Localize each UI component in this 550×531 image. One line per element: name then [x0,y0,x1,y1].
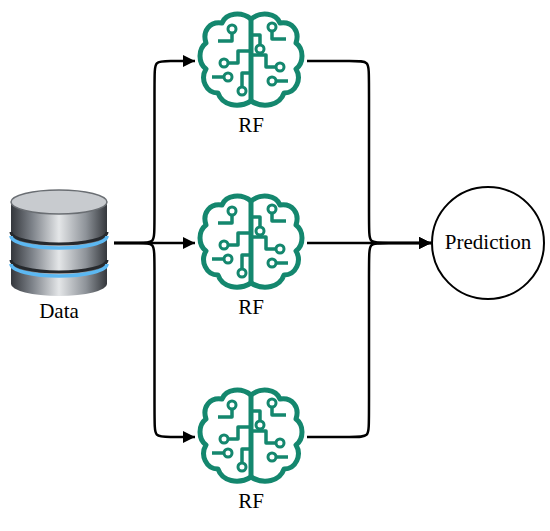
brain-icon [195,10,307,112]
circuit-trace [251,431,276,443]
database-top [11,190,107,214]
circuit-trace [212,451,224,455]
circuit-pad [238,463,246,471]
circuit-trace [242,255,251,269]
brain-outline [200,14,302,105]
circuit-trace [276,79,288,83]
circuit-trace [276,455,288,459]
circuit-pad [256,45,264,53]
model-node: RF [195,386,307,513]
circuit-pad [224,255,232,263]
circuit-pad [268,77,276,85]
connector-group [114,61,431,437]
model-node: RF [195,10,307,137]
database-glow [11,264,107,276]
circuit-trace [242,449,251,463]
connector-arrow [307,61,431,243]
circuit-pad [268,453,276,461]
brain-icon [195,386,307,488]
circuit-trace [272,31,286,39]
circuit-pad [220,435,228,443]
circuit-trace [251,411,260,421]
circuit-pad [268,399,276,407]
database-body [11,202,107,296]
circuit-pad [238,269,246,277]
brain-icon [195,192,307,294]
circuit-trace [251,35,260,45]
prediction-circle: Prediction [431,186,545,300]
circuit-pad [228,25,236,33]
circuit-pad [238,87,246,95]
brain-divide [249,201,254,283]
brain-outline [200,196,302,287]
brain-divide [249,395,254,477]
circuit-trace [272,213,286,221]
node-label: RF [195,490,307,513]
node-label: Prediction [445,231,531,254]
database-node: Data [4,188,114,323]
circuit-pad [220,241,228,249]
circuit-pad [228,207,236,215]
circuit-pad [268,23,276,31]
circuit-pad [228,401,236,409]
circuit-trace [272,407,286,415]
circuit-trace [276,261,288,265]
circuit-trace [218,33,232,41]
circuit-trace [228,427,251,439]
database-seam [11,260,107,272]
circuit-pad [276,245,284,253]
database-icon [4,188,114,298]
circuit-trace [228,233,251,245]
circuit-pad [220,59,228,67]
circuit-pad [276,439,284,447]
circuit-trace [242,73,251,87]
database-glow [11,236,107,248]
circuit-trace [212,75,224,79]
circuit-pad [268,259,276,267]
connector-arrow [114,61,195,243]
circuit-trace [251,217,260,227]
circuit-pad [268,205,276,213]
connector-arrow [307,243,431,437]
circuit-trace [218,409,232,417]
connector-arrow [114,243,195,437]
circuit-pad [224,449,232,457]
circuit-trace [228,51,251,63]
model-node: RF [195,192,307,319]
circuit-trace [251,55,276,67]
node-label: Data [4,300,114,323]
node-label: RF [195,114,307,137]
node-label: RF [195,296,307,319]
database-seam [11,232,107,244]
circuit-trace [218,215,232,223]
circuit-trace [212,257,224,261]
circuit-pad [256,421,264,429]
circuit-pad [256,227,264,235]
circuit-pad [224,73,232,81]
brain-outline [200,390,302,481]
brain-divide [249,19,254,101]
circuit-trace [251,237,276,249]
circuit-pad [276,63,284,71]
